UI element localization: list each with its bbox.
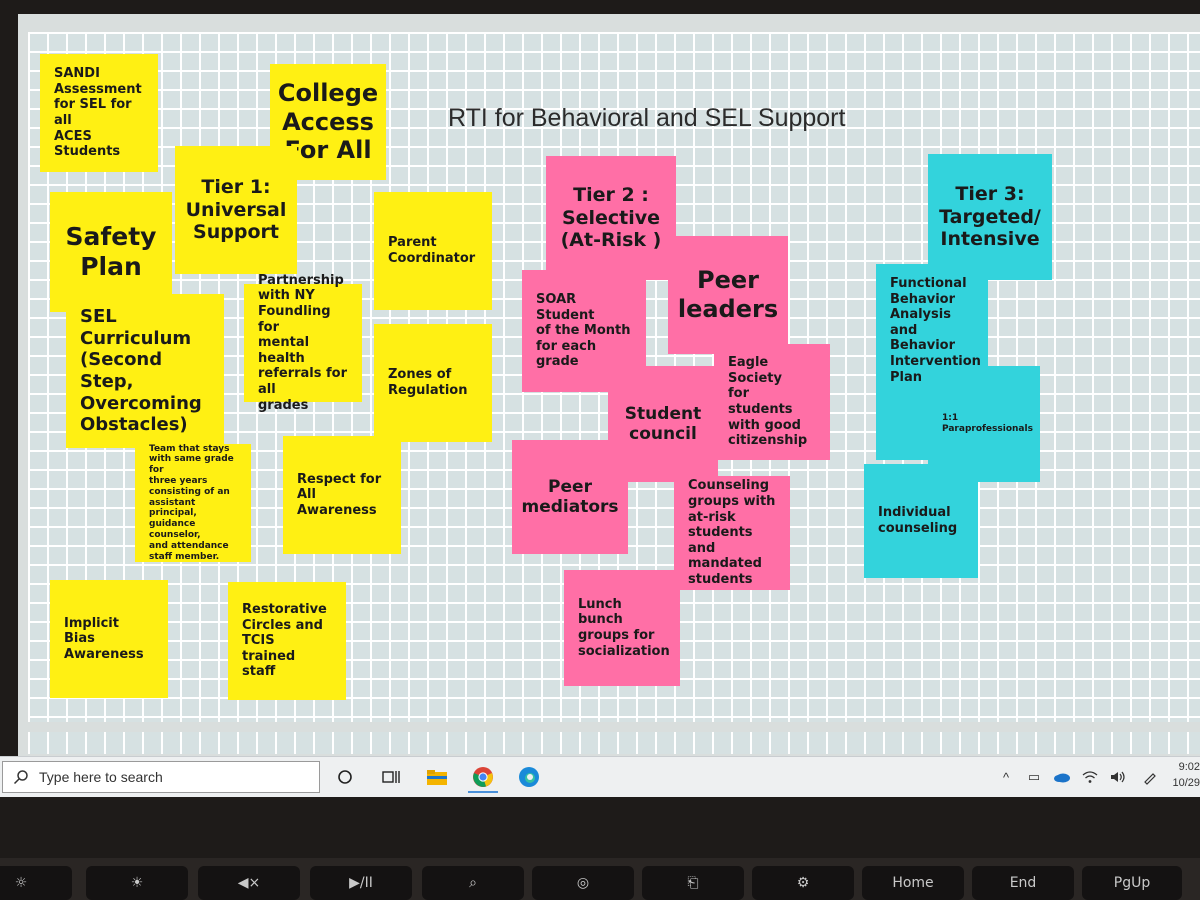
note-peer-leaders: Peer leaders	[668, 236, 788, 354]
slide-strip	[28, 732, 1200, 754]
volume-icon[interactable]	[1108, 767, 1128, 787]
slide-canvas: RTI for Behavioral and SEL Support SANDI…	[28, 32, 1200, 722]
key-end[interactable]: End	[972, 866, 1074, 900]
note-tier2-header: Tier 2 : Selective (At-Risk )	[546, 156, 676, 280]
slide-title: RTI for Behavioral and SEL Support	[448, 104, 846, 132]
key-pgup[interactable]: PgUp	[1082, 866, 1182, 900]
note-implicit-bias: Implicit Bias Awareness	[50, 580, 168, 698]
key-play-pause[interactable]: ▶/II	[310, 866, 412, 900]
key-home[interactable]: Home	[862, 866, 964, 900]
cortana-icon[interactable]	[330, 763, 360, 791]
note-individual-counseling: Individual counseling	[864, 464, 978, 578]
note-restorative-circles: Restorative Circles and TCIS trained sta…	[228, 582, 346, 700]
note-lunch-bunch: Lunch bunch groups for socialization	[564, 570, 680, 686]
task-view-icon[interactable]	[376, 763, 406, 791]
note-team: Team that stays with same grade for thre…	[135, 444, 251, 562]
note-partnership: Partnership with NY Foundling for mental…	[244, 273, 362, 413]
note-soar: SOAR Student of the Month for each grade	[522, 270, 646, 392]
onedrive-icon[interactable]	[1052, 767, 1072, 787]
note-parent-coordinator: Parent Coordinator	[374, 192, 492, 310]
battery-icon[interactable]: ▭	[1027, 769, 1041, 784]
search-placeholder: Type here to search	[39, 769, 163, 785]
key-mute[interactable]: ◀×	[198, 866, 300, 900]
screen: RTI for Behavioral and SEL Support SANDI…	[18, 14, 1200, 764]
chevron-up-icon[interactable]: ^	[1002, 769, 1010, 785]
taskbar: Type here to search ^ ▭ 9:02 10/29	[0, 756, 1200, 797]
note-paraprofessionals: 1:1 Paraprofessionals	[928, 366, 1040, 482]
pen-icon[interactable]	[1140, 767, 1160, 787]
note-eagle-society: Eagle Society for students with good cit…	[714, 344, 830, 460]
key-search[interactable]: ⌕	[422, 866, 524, 900]
taskbar-clock[interactable]: 9:02 10/29	[1172, 759, 1200, 791]
key-settings[interactable]: ⚙	[752, 866, 854, 900]
search-icon	[13, 770, 28, 785]
note-student-council: Student council	[608, 366, 718, 482]
key-brightness-up[interactable]: ☀	[86, 866, 188, 900]
note-zones-of-regulation: Zones of Regulation	[374, 324, 492, 442]
note-sandi-assessment: SANDI Assessment for SEL for all ACES St…	[40, 54, 158, 172]
chrome-icon[interactable]	[468, 763, 498, 793]
clock-time: 9:02	[1178, 761, 1200, 773]
key-brightness-down[interactable]: ☼	[0, 866, 72, 900]
note-safety-plan: Safety Plan	[50, 192, 172, 312]
keyboard-function-row: ☼ ☀ ◀× ▶/II ⌕ ◎ ⎗ ⚙ Home End PgUp	[0, 858, 1200, 900]
key-share[interactable]: ◎	[532, 866, 634, 900]
note-tier1-header: Tier 1: Universal Support	[175, 146, 297, 274]
note-sel-curriculum: SEL Curriculum (Second Step, Overcoming …	[66, 294, 224, 448]
taskbar-search[interactable]: Type here to search	[2, 761, 320, 793]
note-peer-mediators: Peer mediators	[512, 440, 628, 554]
file-explorer-icon[interactable]	[422, 763, 452, 791]
note-tier3-header: Tier 3: Targeted/ Intensive	[928, 154, 1052, 280]
edge-icon[interactable]	[514, 763, 544, 791]
key-project[interactable]: ⎗	[642, 866, 744, 900]
note-counseling-groups: Counseling groups with at-risk students …	[674, 476, 790, 590]
clock-date: 10/29	[1172, 777, 1200, 789]
note-respect-for-all: Respect for All Awareness	[283, 436, 401, 554]
wifi-icon[interactable]	[1080, 767, 1100, 787]
